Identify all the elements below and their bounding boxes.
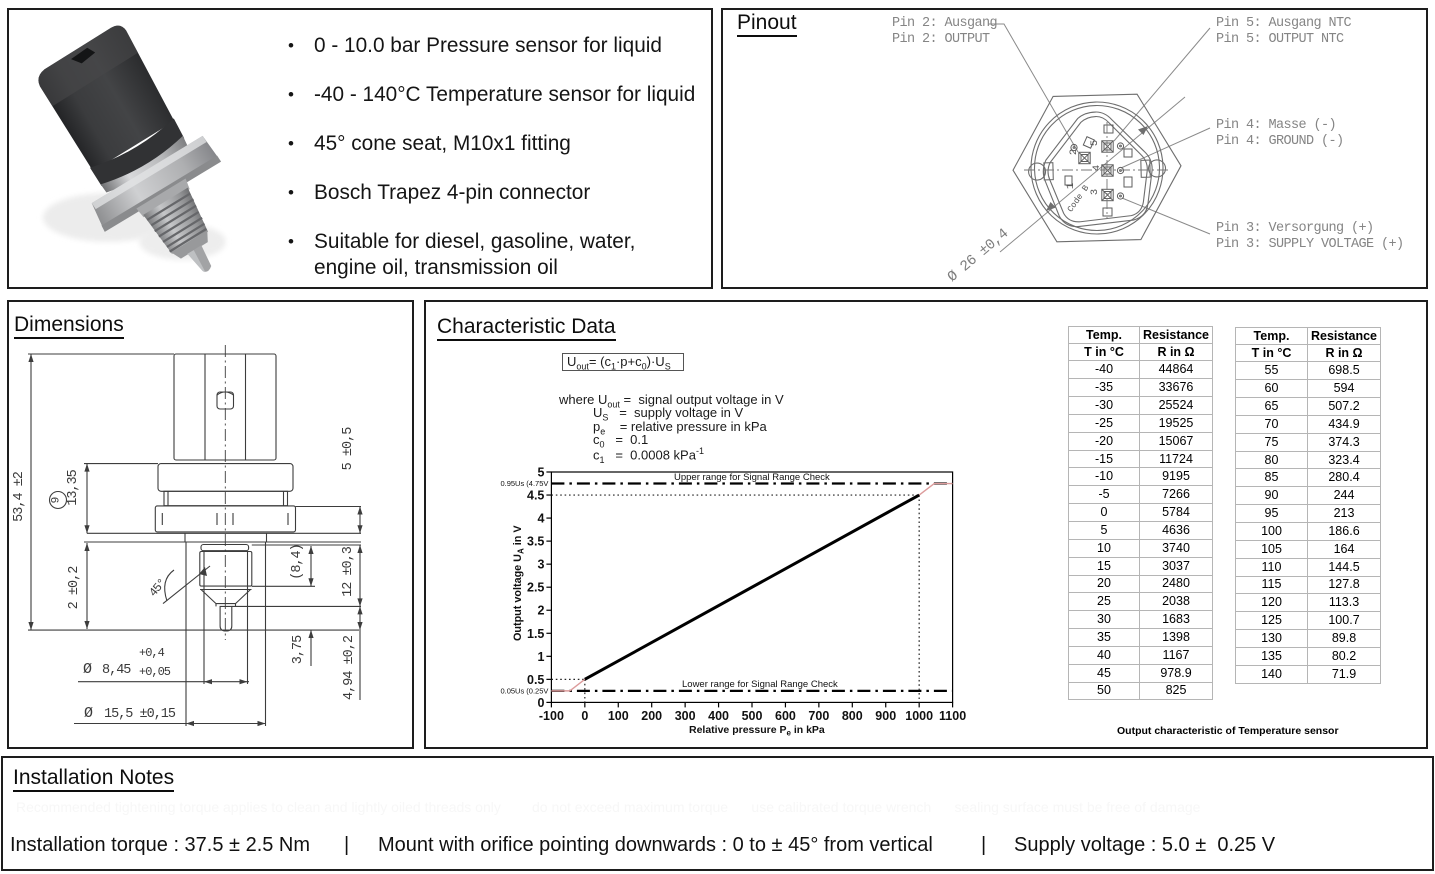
svg-text:15,5 ±0,15: 15,5 ±0,15 bbox=[104, 707, 176, 722]
svg-text:8,45: 8,45 bbox=[102, 663, 131, 678]
svg-text:300: 300 bbox=[675, 709, 696, 723]
svg-text:3.5: 3.5 bbox=[527, 535, 544, 549]
svg-text:4,94 ±0,2: 4,94 ±0,2 bbox=[342, 635, 357, 700]
svg-text:5: 5 bbox=[1089, 140, 1101, 146]
svg-text:12 ±0,3: 12 ±0,3 bbox=[341, 546, 356, 597]
svg-text:0: 0 bbox=[581, 709, 588, 723]
svg-text:5: 5 bbox=[537, 466, 544, 480]
svg-text:2: 2 bbox=[537, 604, 544, 618]
svg-text:2: 2 bbox=[1068, 149, 1080, 155]
svg-text:800: 800 bbox=[842, 709, 863, 723]
svg-text:Output voltage UA in V: Output voltage UA in V bbox=[512, 525, 526, 641]
svg-text:0.05Us (0.25V: 0.05Us (0.25V bbox=[500, 686, 548, 695]
svg-text:1100: 1100 bbox=[939, 709, 966, 723]
svg-text:1: 1 bbox=[537, 650, 544, 664]
svg-text:+0,05: +0,05 bbox=[139, 665, 171, 679]
svg-text:1000: 1000 bbox=[905, 709, 933, 723]
svg-text:100: 100 bbox=[608, 709, 629, 723]
svg-text:1.5: 1.5 bbox=[527, 627, 544, 641]
svg-text:700: 700 bbox=[808, 709, 829, 723]
svg-text:3,75: 3,75 bbox=[291, 635, 306, 664]
svg-text:Ø: Ø bbox=[83, 661, 92, 678]
svg-text:3: 3 bbox=[1089, 189, 1101, 195]
svg-text:600: 600 bbox=[775, 709, 796, 723]
svg-text:2.5: 2.5 bbox=[527, 581, 544, 595]
svg-text:0.95Us (4.75V: 0.95Us (4.75V bbox=[500, 479, 548, 488]
svg-text:4.5: 4.5 bbox=[527, 489, 544, 503]
svg-text:Upper range for Signal Range C: Upper range for Signal Range Check bbox=[674, 472, 830, 483]
svg-text:200: 200 bbox=[641, 709, 662, 723]
svg-text:900: 900 bbox=[875, 709, 896, 723]
svg-text:Lower range for Signal Range C: Lower range for Signal Range Check bbox=[682, 679, 838, 690]
svg-text:Ø: Ø bbox=[84, 705, 93, 722]
svg-text:400: 400 bbox=[708, 709, 729, 723]
svg-text:4: 4 bbox=[537, 512, 544, 526]
svg-text:4: 4 bbox=[1091, 165, 1103, 171]
svg-text:2 ±0,2: 2 ±0,2 bbox=[67, 566, 82, 610]
svg-text:Relative pressure Pe in kPa: Relative pressure Pe in kPa bbox=[689, 724, 825, 738]
svg-text:13,35: 13,35 bbox=[66, 469, 81, 505]
svg-text:1: 1 bbox=[1065, 183, 1077, 189]
svg-text:+0,4: +0,4 bbox=[139, 646, 165, 660]
svg-text:-100: -100 bbox=[539, 709, 564, 723]
svg-text:53,4 ±2: 53,4 ±2 bbox=[12, 471, 27, 522]
svg-text:0.5: 0.5 bbox=[527, 673, 544, 687]
svg-text:3: 3 bbox=[537, 558, 544, 572]
svg-text:(8,4): (8,4) bbox=[290, 544, 305, 580]
svg-text:9: 9 bbox=[51, 497, 63, 503]
svg-text:5 ±0,5: 5 ±0,5 bbox=[341, 427, 356, 471]
svg-text:0: 0 bbox=[537, 696, 544, 710]
svg-text:Ø 26 ±0,4: Ø 26 ±0,4 bbox=[945, 226, 1012, 286]
svg-text:500: 500 bbox=[742, 709, 763, 723]
